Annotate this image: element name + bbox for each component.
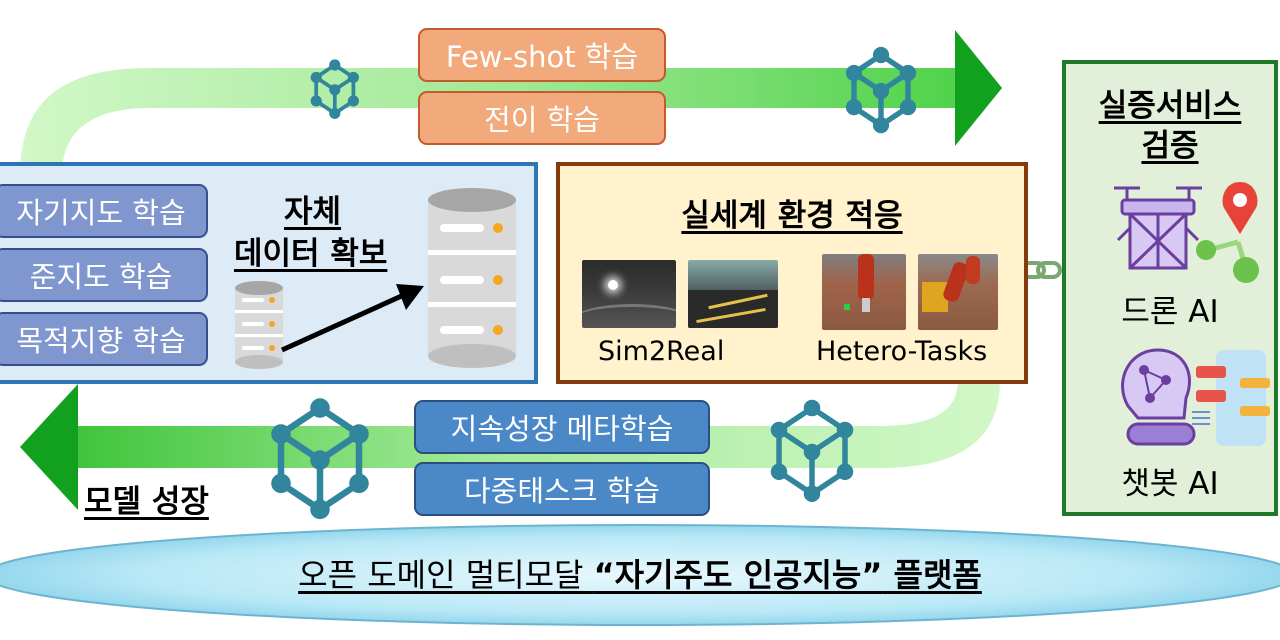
platform-suffix: 플랫폼 <box>882 556 982 594</box>
semi-supervised-tag: 준지도 학습 <box>0 248 208 302</box>
platform-prefix: 오픈 도메인 멀티모달 <box>298 556 594 594</box>
service-panel-title-line1: 실증서비스 <box>1098 88 1242 124</box>
platform-banner: 오픈 도메인 멀티모달 “자기주도 인공지능” 플랫폼 <box>0 550 1280 596</box>
service-panel: 실증서비스 검증 드론 AI <box>1062 60 1278 516</box>
hetero-tasks-thumbnail-1 <box>822 254 906 330</box>
continual-meta-learning-tag: 지속성장 메타학습 <box>414 400 710 454</box>
realworld-panel-title: 실세계 환경 적응 <box>681 198 903 234</box>
cube-network-icon <box>271 398 369 520</box>
platform-emphasis: “자기주도 인공지능” <box>593 556 883 594</box>
service-panel-title-line2: 검증 <box>1141 128 1199 164</box>
data-panel-title-line1: 자체 <box>284 194 342 230</box>
data-panel: 자기지도 학습 준지도 학습 목적지향 학습 자체 데이터 확보 <box>0 162 538 384</box>
self-supervised-tag: 자기지도 학습 <box>0 184 208 238</box>
database-icon <box>428 188 516 368</box>
platform-ellipse <box>0 524 1280 626</box>
drone-ai-caption: 드론 AI <box>1121 294 1219 330</box>
cube-network-icon <box>845 46 917 134</box>
realworld-panel: 실세계 환경 적응 Sim2Real Hetero-Tasks <box>556 162 1028 384</box>
chatbot-ai-caption: 챗봇 AI <box>1121 466 1219 502</box>
robot-head-icon <box>1121 348 1270 446</box>
hetero-tasks-thumbnail-2 <box>918 254 998 330</box>
data-panel-title-line2: 데이터 확보 <box>234 236 388 272</box>
arrow-icon <box>280 284 424 353</box>
bottom-flow-arrowhead <box>20 384 78 510</box>
top-flow-band <box>20 68 960 175</box>
cube-network-icon <box>310 59 359 119</box>
few-shot-learning-tag: Few-shot 학습 <box>418 28 666 82</box>
model-growth-label: 모델 성장 <box>84 484 209 520</box>
drone-icon <box>1114 186 1202 270</box>
multitask-learning-tag: 다중태스크 학습 <box>414 462 710 516</box>
goal-oriented-tag: 목적지향 학습 <box>0 312 208 366</box>
database-icon <box>235 281 283 369</box>
top-flow-arrowhead <box>955 30 1002 146</box>
cube-network-icon <box>770 399 854 503</box>
hetero-tasks-caption: Hetero-Tasks <box>816 336 988 367</box>
location-pin-icon <box>1196 182 1259 283</box>
sim2real-thumbnail-2 <box>688 260 778 328</box>
sim2real-caption: Sim2Real <box>598 336 725 367</box>
sim2real-thumbnail-1 <box>582 260 676 328</box>
transfer-learning-tag: 전이 학습 <box>418 91 666 145</box>
